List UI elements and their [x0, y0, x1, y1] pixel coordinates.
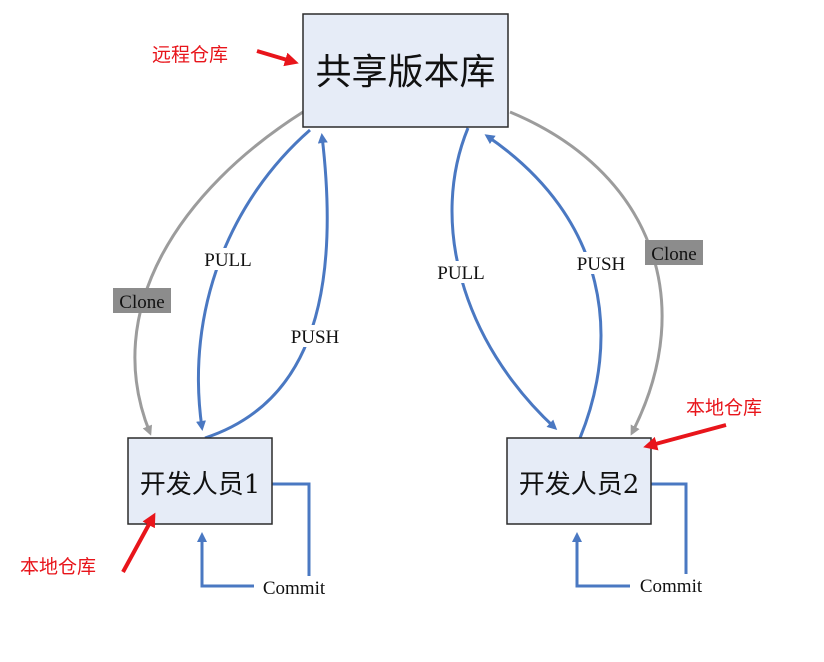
clone-label-left: Clone	[119, 292, 164, 313]
dev1-box	[127, 437, 273, 525]
pull-label-left: PULL	[204, 250, 252, 271]
commit-label-right: Commit	[640, 576, 703, 597]
push-arrow-right	[484, 134, 603, 439]
dev1-annotation-arrow	[121, 512, 156, 573]
commit-label-left: Commit	[263, 578, 326, 599]
push-label-left: PUSH	[291, 327, 340, 348]
clone-tag-right	[645, 240, 703, 265]
remote-repo-label: 共享版本库	[315, 52, 495, 93]
pull-label-right: PULL	[437, 263, 485, 284]
clone-label-right: Clone	[651, 244, 696, 265]
dev2-label: 开发人员2	[519, 470, 640, 500]
push-arrow-left	[204, 133, 329, 440]
clone-tag-left	[113, 288, 171, 313]
dev2-local-annotation: 本地仓库	[686, 397, 762, 419]
dev1-local-annotation: 本地仓库	[20, 556, 96, 578]
clone-arrow-left	[133, 110, 304, 436]
dev2-annotation-arrow	[643, 423, 727, 451]
pull-arrow-left	[196, 128, 311, 431]
dev1-label: 开发人员1	[140, 470, 261, 500]
remote-repo-box	[302, 13, 509, 128]
remote-annotation-arrow	[256, 49, 299, 67]
dev2-box	[506, 437, 652, 525]
push-label-right: PUSH	[577, 254, 626, 275]
remote-repo-annotation: 远程仓库	[152, 44, 228, 66]
